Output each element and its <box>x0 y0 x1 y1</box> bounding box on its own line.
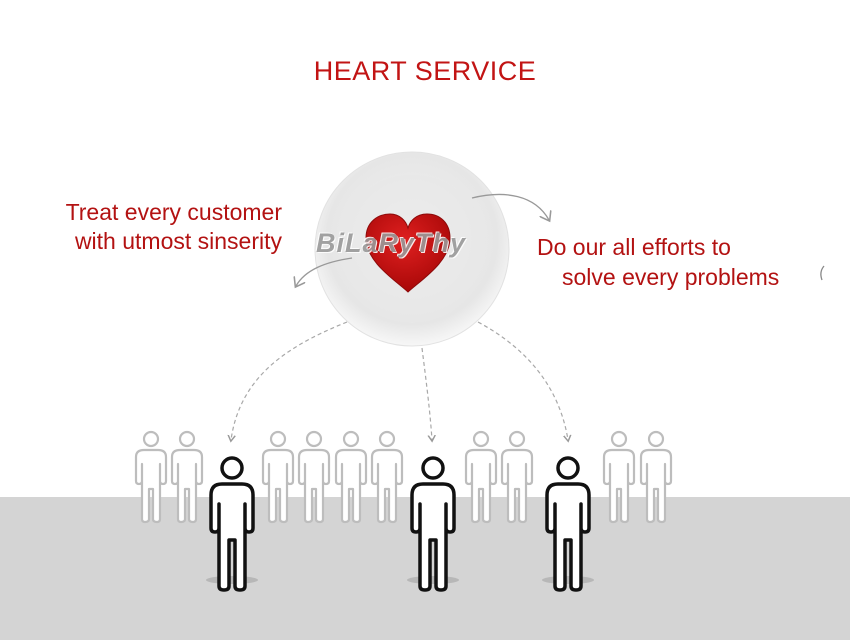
dashed-arrow-icon <box>421 347 432 440</box>
person-icon <box>209 456 255 592</box>
person-icon <box>410 456 456 592</box>
shadow <box>206 576 258 584</box>
left-caption-line-1: Treat every customer <box>65 199 282 225</box>
left-caption-line-2: with utmost sinserity <box>74 228 282 254</box>
right-caption-line-1: Do our all efforts to <box>537 234 731 260</box>
person-icon <box>602 430 636 524</box>
edge-arc-icon <box>820 265 825 281</box>
person-icon <box>464 430 498 524</box>
left-caption: Treat every customer with utmost sinseri… <box>14 198 282 256</box>
person-icon <box>545 456 591 592</box>
right-caption: Do our all efforts to solve every proble… <box>537 232 827 292</box>
heart-icon <box>365 213 451 293</box>
curved-arrow-icon <box>471 193 549 220</box>
person-icon <box>500 430 534 524</box>
right-caption-line-2: solve every problems <box>562 264 780 290</box>
person-icon <box>134 430 168 524</box>
watermark: BiLaRyThy <box>316 228 467 258</box>
person-icon <box>639 430 673 524</box>
person-icon <box>297 430 331 524</box>
person-icon <box>334 430 368 524</box>
page-title: HEART SERVICE <box>313 56 537 86</box>
curved-arrow-icon <box>296 257 353 286</box>
person-icon <box>370 430 404 524</box>
person-icon <box>261 430 295 524</box>
dashed-arrow-icon <box>231 321 348 440</box>
dashed-arrow-icon <box>477 321 568 440</box>
shadow <box>542 576 594 584</box>
shadow <box>407 576 459 584</box>
person-icon <box>170 430 204 524</box>
